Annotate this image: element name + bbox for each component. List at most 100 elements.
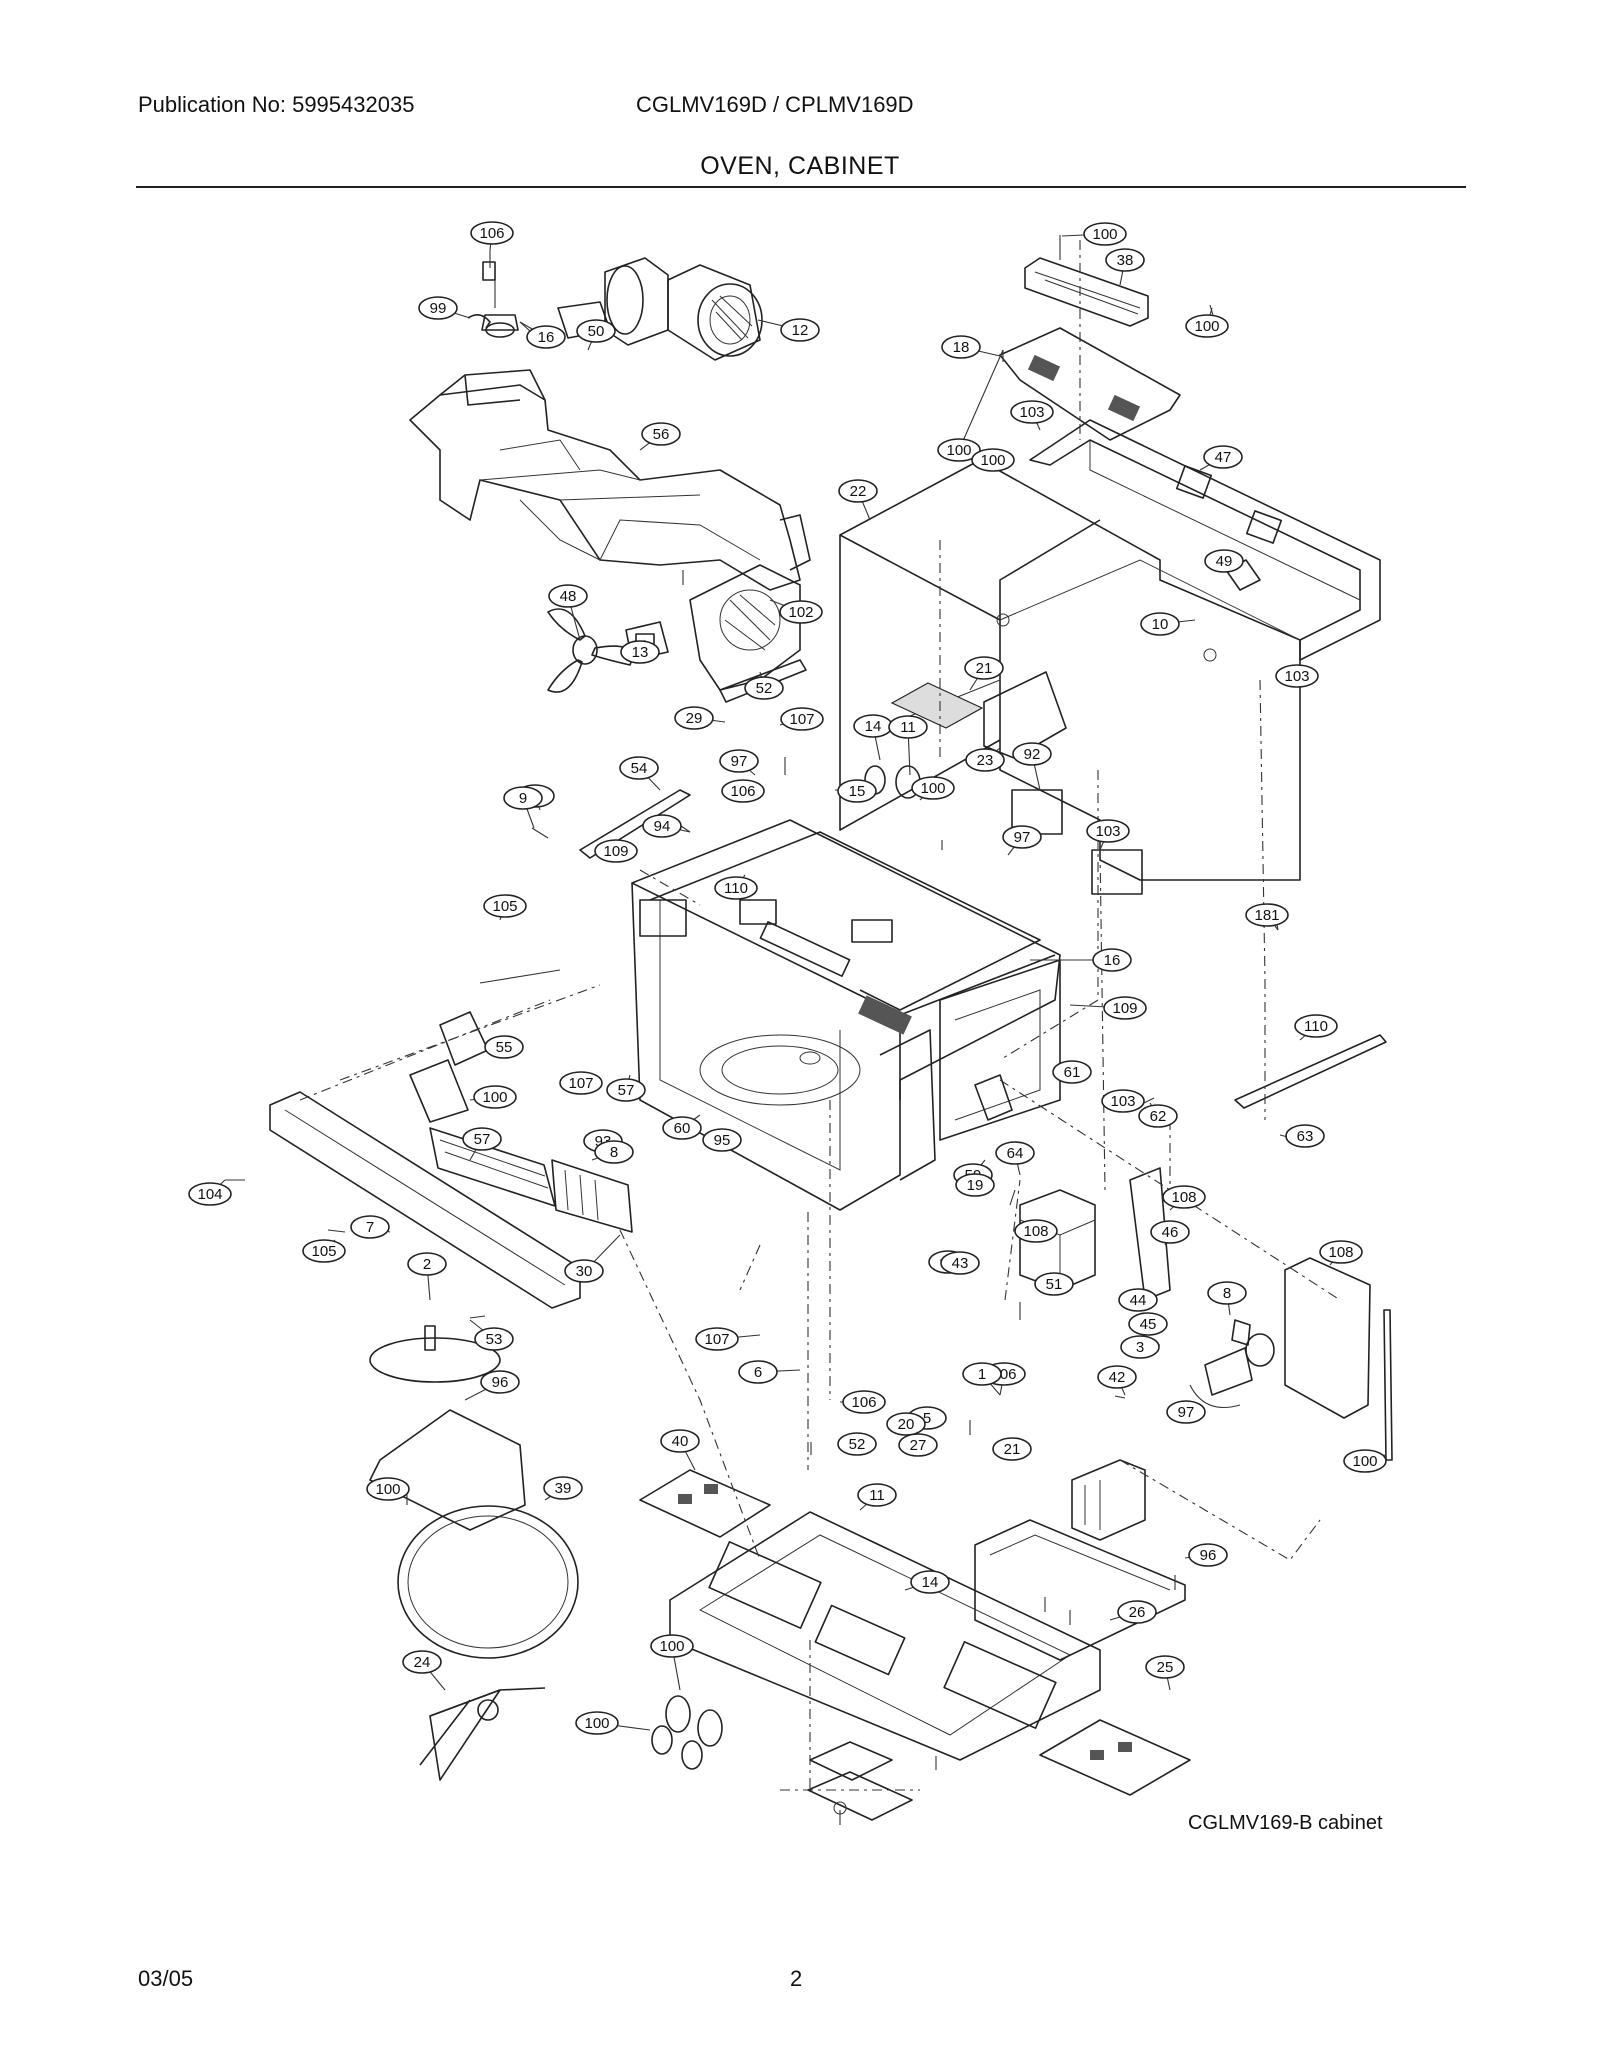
callout-bubble xyxy=(719,749,759,773)
callout: 46 xyxy=(1150,1220,1190,1246)
callout-bubble xyxy=(350,1215,390,1239)
callout-bubble xyxy=(955,1173,995,1197)
part-number-label: 46 xyxy=(1162,1224,1179,1241)
callout: 100 xyxy=(1185,307,1229,338)
callout: 26 xyxy=(1109,1600,1157,1624)
part-number-label: 100 xyxy=(482,1089,507,1106)
part-number-label: 95 xyxy=(714,1132,731,1149)
callout-bubble xyxy=(188,1182,232,1206)
part-number-label: 108 xyxy=(1023,1223,1048,1240)
callout-bubble xyxy=(992,1437,1032,1461)
part-number-label: 50 xyxy=(588,323,605,340)
callout: 7 xyxy=(350,1215,391,1239)
part-number-label: 39 xyxy=(555,1480,572,1497)
part-number-label: 21 xyxy=(976,660,993,677)
header-rule xyxy=(136,186,1466,188)
callout: 9 xyxy=(503,786,543,829)
part-number-label: 14 xyxy=(922,1574,939,1591)
callout-bubble xyxy=(714,876,758,900)
part-number-label: 103 xyxy=(1019,404,1044,421)
callout-bubble xyxy=(1118,1288,1158,1312)
part-number-label: 16 xyxy=(1104,952,1121,969)
blower-motor-drawing xyxy=(604,257,763,361)
callout-bubble xyxy=(548,584,588,608)
callout-bubble xyxy=(660,1429,700,1453)
callout: 63 xyxy=(1285,1124,1325,1148)
callout: 16 xyxy=(1030,948,1132,972)
model-numbers: CGLMV169D / CPLMV169D xyxy=(636,92,914,117)
part-number-label: 105 xyxy=(311,1243,336,1260)
callout-bubble xyxy=(1166,1400,1206,1424)
part-number-label: 6 xyxy=(754,1364,762,1381)
part-number-label: 16 xyxy=(538,329,555,346)
callout: 22 xyxy=(838,479,878,521)
part-number-label: 42 xyxy=(1109,1369,1126,1386)
callout-bubble xyxy=(837,1432,877,1456)
callout: 62 xyxy=(1138,1102,1178,1128)
part-number-label: 64 xyxy=(1007,1145,1024,1162)
callout-bubble xyxy=(594,839,638,863)
part-number-label: 100 xyxy=(584,1715,609,1732)
part-number-label: 100 xyxy=(1352,1453,1377,1470)
callout: 24 xyxy=(402,1650,446,1691)
part-number-label: 49 xyxy=(1216,553,1233,570)
callout-bubble xyxy=(1034,1272,1074,1296)
callout: 108 xyxy=(1319,1240,1363,1266)
fan-bracket-drawing xyxy=(689,564,807,703)
part-number-label: 100 xyxy=(659,1638,684,1655)
callout-bubble xyxy=(857,1483,897,1507)
callout-bubble xyxy=(1086,819,1130,843)
callout: 60 xyxy=(662,1114,702,1140)
part-number-label: 1 xyxy=(978,1366,986,1383)
part-number-label: 53 xyxy=(486,1331,503,1348)
callout: 1 xyxy=(962,1362,1002,1396)
callout-bubble xyxy=(962,1362,1002,1386)
base-parts-drawing xyxy=(807,1519,1186,1821)
callout-bubble xyxy=(1052,1060,1092,1084)
thermostat-drawing xyxy=(467,261,541,341)
callout: 107 xyxy=(779,707,824,731)
section-title: OVEN, CABINET xyxy=(700,152,900,180)
part-number-label: 11 xyxy=(900,719,916,736)
callout: 6 xyxy=(738,1360,801,1384)
callout: 55 xyxy=(484,1035,524,1059)
callout-bubble xyxy=(1275,664,1319,688)
turntable-drawing xyxy=(369,1325,579,1781)
callout: 3 xyxy=(1120,1335,1161,1359)
callout: 18 xyxy=(941,335,1001,359)
callout: 48 xyxy=(548,584,588,641)
diagram-caption: CGLMV169-B cabinet xyxy=(1188,1812,1383,1834)
callout-bubble xyxy=(470,221,514,245)
part-number-label: 13 xyxy=(632,644,649,661)
callout-bubble xyxy=(964,656,1004,680)
callout: 99 xyxy=(418,296,471,320)
lamp-drawing xyxy=(651,765,921,1770)
callout-bubble xyxy=(837,779,877,803)
callout-bubble xyxy=(911,776,955,800)
callout: 2 xyxy=(407,1252,447,1301)
callout-bubble xyxy=(650,1634,694,1658)
top-plate-drawing xyxy=(999,257,1181,441)
callout-bubble xyxy=(564,1259,604,1283)
callout-bubble xyxy=(1010,400,1054,424)
part-number-label: 38 xyxy=(1117,252,1134,269)
callout-bubble xyxy=(526,325,566,349)
rails-drawing xyxy=(579,789,1387,1109)
callout-bubble xyxy=(619,756,659,780)
callout: 92 xyxy=(1012,742,1052,791)
part-number-label: 100 xyxy=(1092,226,1117,243)
callout: 96 xyxy=(1184,1543,1228,1567)
part-number-label: 8 xyxy=(610,1144,618,1161)
callout: 21 xyxy=(964,656,1004,691)
part-number-label: 100 xyxy=(1194,318,1219,335)
callout-bubble xyxy=(838,479,878,503)
callout: 8 xyxy=(1207,1281,1247,1316)
callout: 103 xyxy=(1010,400,1054,431)
callout-bubble xyxy=(971,448,1015,472)
callout: 52 xyxy=(837,1432,877,1456)
assembly-lines xyxy=(299,240,1341,1791)
callout-bubble xyxy=(1245,903,1289,927)
callout: 51 xyxy=(1034,1272,1074,1296)
callout-bubble xyxy=(606,1078,646,1102)
